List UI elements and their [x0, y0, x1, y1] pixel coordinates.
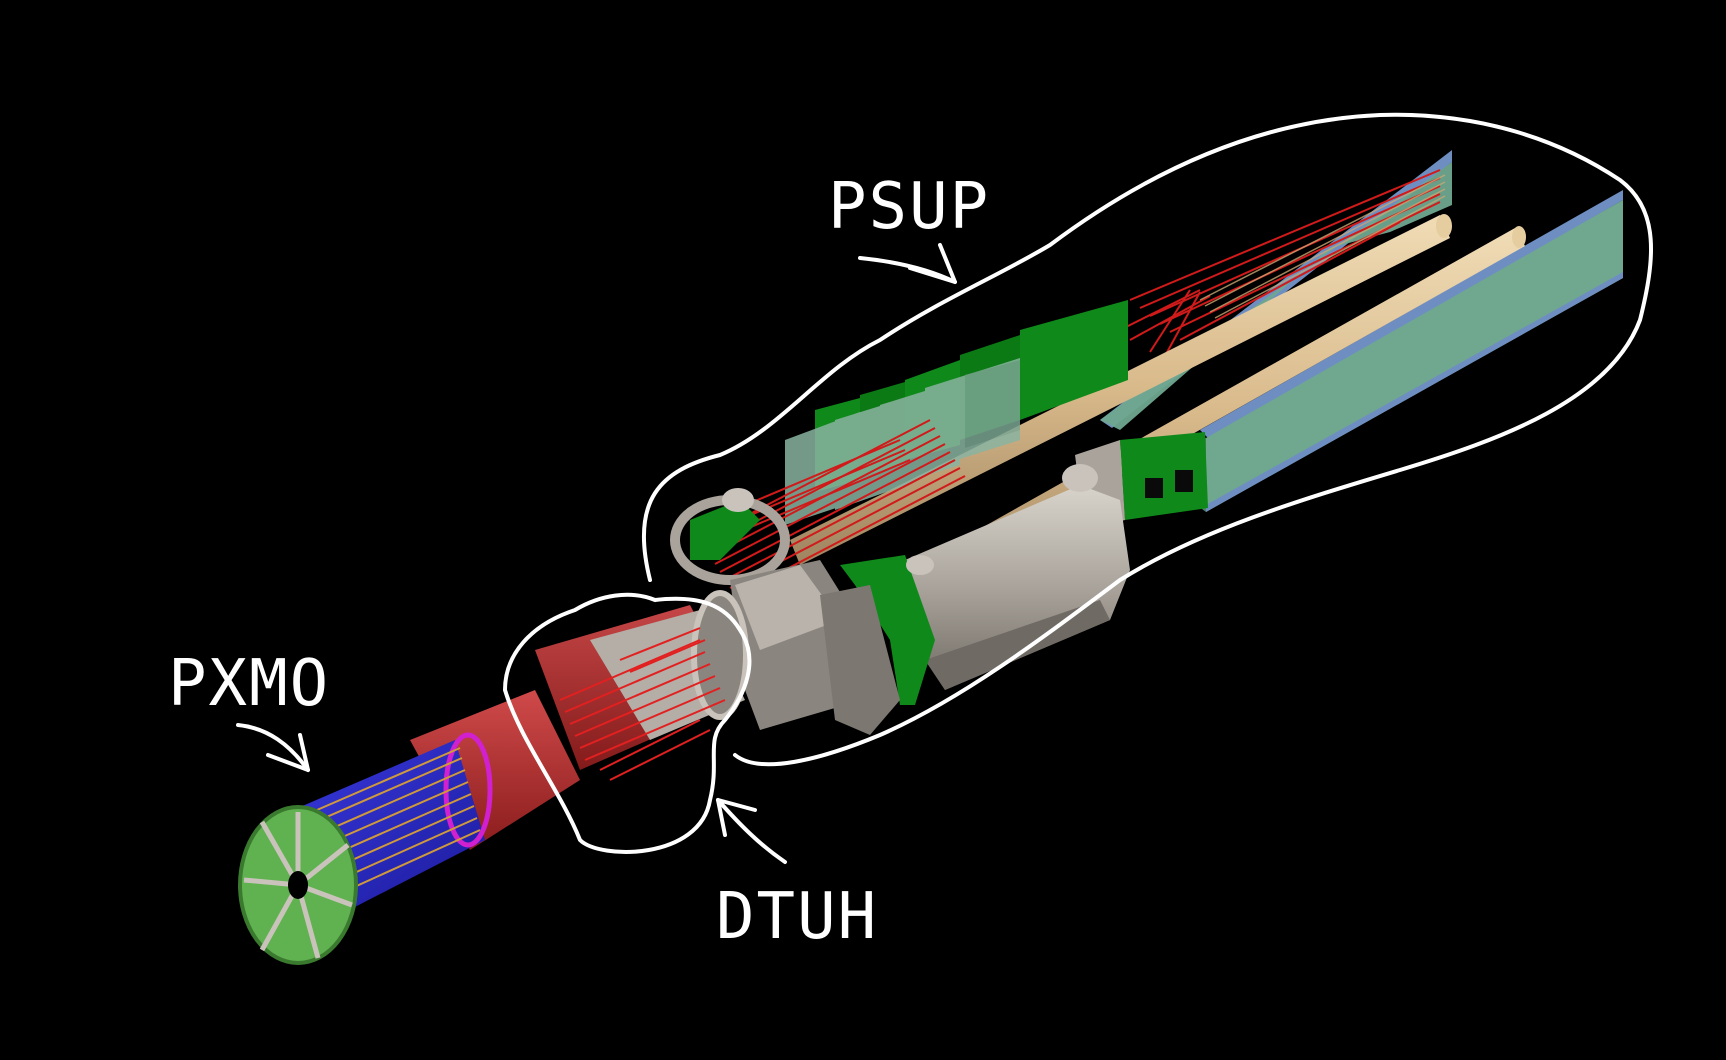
psup-far-cables-beige	[1199, 174, 1446, 319]
psup-left-ring-green	[690, 500, 760, 560]
psup-far-rod	[790, 215, 1450, 565]
dtuh-arrow-head	[716, 798, 757, 837]
psup-support-structure	[670, 150, 1623, 735]
pxmo-arrow-head	[266, 733, 310, 772]
psup-label: PSUP	[828, 170, 990, 244]
dtuh-transition	[535, 590, 749, 781]
psup-far-rod-end	[1436, 214, 1452, 238]
psup-right-module	[1075, 432, 1208, 530]
psup-outline	[641, 112, 1653, 767]
pxmo-arrow-shaft	[236, 723, 310, 772]
psup-near-panel	[1206, 200, 1623, 512]
pxmo-pixel-barrel	[238, 690, 580, 965]
psup-cone-light	[735, 565, 840, 650]
psup-cone-panel	[820, 585, 900, 735]
psup-plates	[785, 358, 1020, 525]
annotations	[236, 112, 1653, 864]
psup-peg-1	[1062, 464, 1098, 492]
psup-peg-3	[906, 555, 934, 575]
pxmo-magenta-ring	[443, 732, 493, 848]
psup-arrow-head	[908, 243, 957, 284]
dtuh-arrow-shaft	[716, 798, 787, 864]
dtuh-label: DTUH	[716, 880, 878, 954]
dtuh-outline	[503, 592, 752, 854]
psup-near-rod-end	[1512, 226, 1526, 248]
psup-near-rail-edge	[1200, 190, 1623, 440]
pxmo-beam-hole	[288, 871, 308, 899]
pxmo-endcap-rim	[238, 805, 358, 965]
psup-lower-rail	[1206, 272, 1623, 512]
psup-peg-2	[722, 488, 754, 512]
dtuh-flange	[691, 590, 749, 720]
psup-grey-shell	[905, 485, 1130, 690]
dtuh-cables	[559, 627, 726, 781]
pxmo-label: PXMO	[168, 647, 330, 721]
